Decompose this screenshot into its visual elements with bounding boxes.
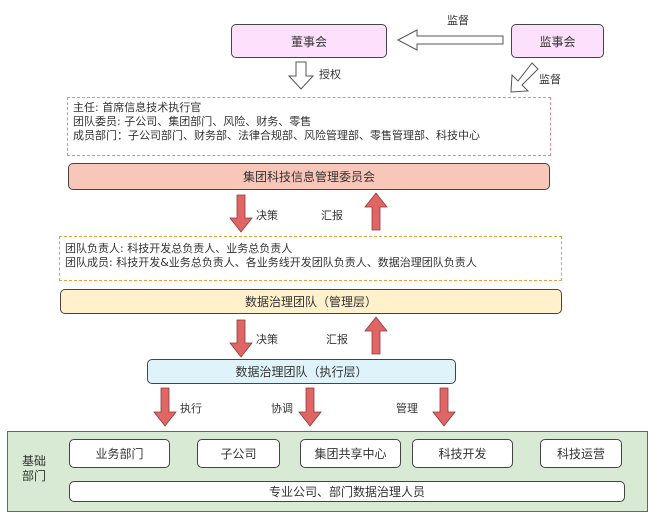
report-label-2: 汇报 [326, 333, 348, 346]
execute-down-arrow-icon [153, 387, 177, 427]
dept-business-label: 业务部门 [95, 447, 144, 461]
coordinate-down-arrow-icon [298, 387, 322, 427]
base-title-line2: 部门 [22, 469, 47, 483]
dept-tech-dev-label: 科技开发 [438, 447, 487, 461]
supervisory-board-label: 监事会 [539, 34, 576, 49]
supervisory-board-node: 监事会 [511, 24, 604, 58]
dept-shared-center: 集团共享中心 [300, 439, 401, 468]
hollow-diagonal-arrow-icon [510, 62, 539, 93]
authorize-label: 授权 [319, 68, 341, 81]
management-layer-label: 数据治理团队（管理层） [244, 295, 377, 309]
dept-business: 业务部门 [69, 439, 170, 468]
execute-label: 执行 [180, 402, 202, 415]
committee-director-line: 主任: 首席信息技术执行官 [73, 101, 202, 114]
management-layer-node: 数据治理团队（管理层） [60, 289, 562, 314]
management-members-note: 团队负责人: 科技开发总负责人、业务总负责人 团队成员: 科技开发&业务总负责人… [59, 236, 562, 281]
coordinate-label: 协调 [271, 402, 293, 415]
base-departments-title: 基础 部门 [22, 454, 46, 484]
dept-subsidiary: 子公司 [197, 439, 280, 468]
execution-layer-label: 数据治理团队（执行层） [235, 365, 368, 379]
report-label-1: 汇报 [321, 209, 343, 222]
committee-node: 集团科技信息管理委员会 [68, 163, 550, 190]
dept-tech-ops: 科技运营 [540, 439, 622, 468]
committee-members-note: 主任: 首席信息技术执行官 团队委员: 子公司、集团部门、风险、财务、零售 成员… [67, 97, 551, 156]
staff-label: 专业公司、部门数据治理人员 [268, 485, 425, 499]
manage-down-arrow-icon [432, 387, 456, 427]
committee-departments-line: 成员部门：子公司部门、财务部、法律合规部、风险管理部、零售管理部、科技中心 [73, 129, 480, 142]
manage-label: 管理 [396, 402, 418, 415]
base-title-line1: 基础 [22, 454, 47, 468]
supervise-label-top: 监督 [447, 14, 469, 27]
hollow-left-arrow-icon [396, 29, 504, 51]
board-node: 董事会 [231, 24, 387, 58]
dept-tech-dev: 科技开发 [412, 439, 513, 468]
board-label: 董事会 [290, 34, 327, 49]
team-members-line: 团队成员: 科技开发&业务总负责人、各业务线开发团队负责人、数据治理团队负责人 [65, 256, 477, 269]
decision-down-arrow-icon-2 [229, 319, 253, 358]
hollow-down-arrow-icon [287, 61, 315, 90]
committee-members-line: 团队委员: 子公司、集团部门、风险、财务、零售 [73, 115, 312, 128]
report-up-arrow-icon-2 [364, 316, 388, 355]
dept-subsidiary-label: 子公司 [220, 447, 257, 461]
supervise-label-diag: 监督 [539, 73, 561, 86]
committee-label: 集团科技信息管理委员会 [242, 170, 375, 184]
report-up-arrow-icon [364, 192, 388, 231]
decision-label-2: 决策 [256, 333, 278, 346]
dept-shared-center-label: 集团共享中心 [314, 447, 387, 461]
decision-label-1: 决策 [256, 209, 278, 222]
decision-down-arrow-icon [229, 194, 253, 233]
staff-bar: 专业公司、部门数据治理人员 [69, 481, 625, 502]
dept-tech-ops-label: 科技运营 [556, 447, 605, 461]
execution-layer-node: 数据治理团队（执行层） [147, 359, 456, 384]
team-leader-line: 团队负责人: 科技开发总负责人、业务总负责人 [65, 242, 293, 255]
